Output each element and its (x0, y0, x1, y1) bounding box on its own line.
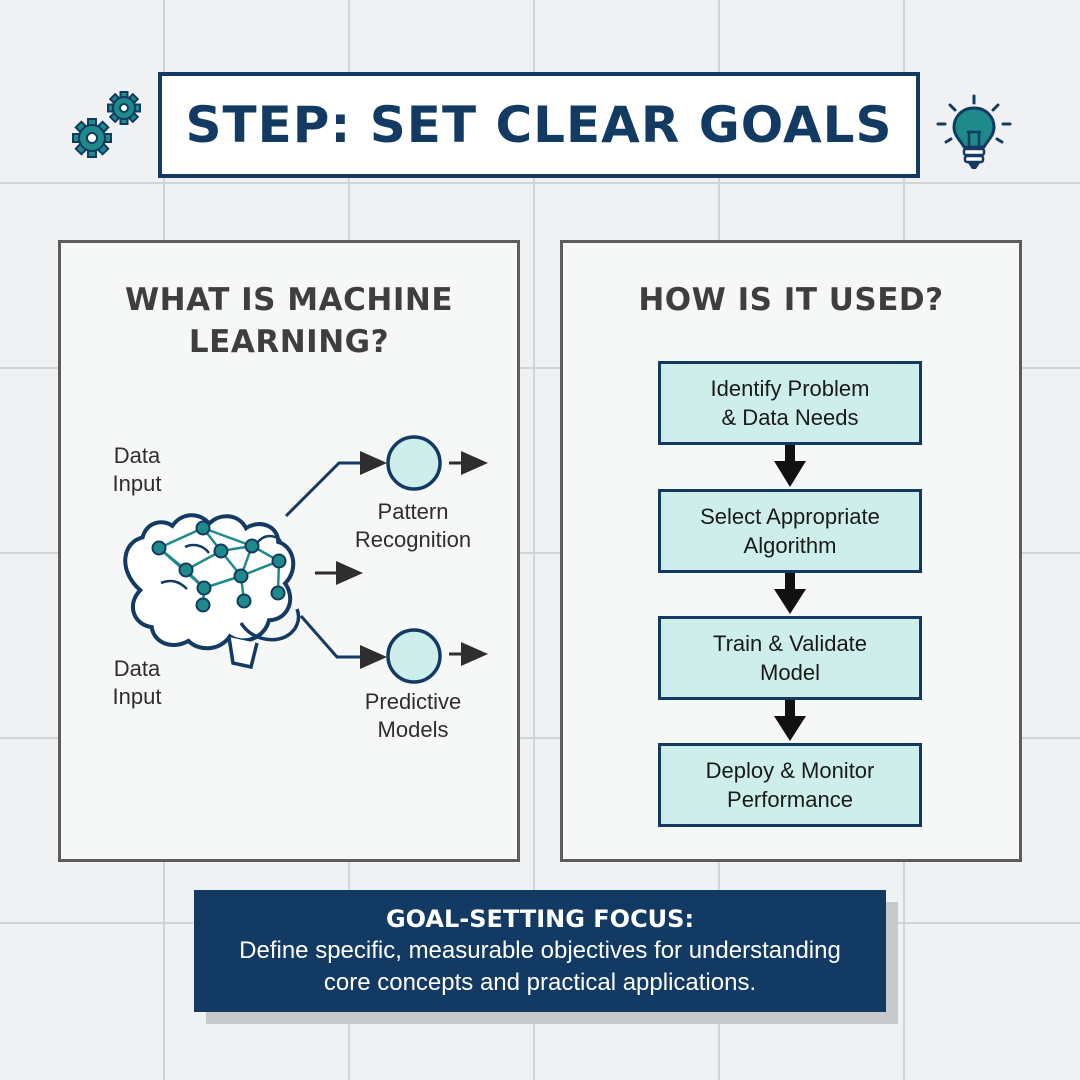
data-input-label: Data Input (112, 656, 162, 709)
panel-heading-how-used: HOW IS IT USED? (638, 282, 944, 318)
pattern-recognition-label: Pattern Recognition (354, 499, 472, 552)
panel-heading-what-is-ml: WHAT IS MACHINE LEARNING? (124, 282, 453, 360)
footer-title: GOAL-SETTING FOCUS: (385, 905, 695, 933)
output-node-predictive (386, 628, 442, 684)
ml-diagram (123, 435, 488, 684)
title-banner: STEP: SET CLEAR GOALS (158, 72, 920, 178)
usage-panel: HOW IS IT USED? Identify Problem & Data … (560, 240, 1022, 862)
output-node-pattern (386, 435, 442, 491)
brain-network-icon (123, 513, 301, 670)
flow-step-4: Deploy & Monitor Performance (658, 743, 922, 827)
lightbulb-icon (932, 92, 1016, 174)
down-arrow-icon (774, 700, 806, 741)
data-input-label: Data Input (112, 443, 162, 496)
machine-learning-panel: WHAT IS MACHINE LEARNING? Data Input Dat… (58, 240, 520, 862)
connector-arrow (299, 615, 387, 669)
predictive-models-label: Predictive Models (364, 689, 462, 742)
page-title: STEP: SET CLEAR GOALS (185, 96, 893, 154)
down-arrow-icon (774, 445, 806, 487)
footer-text: Define specific, measurable objectives f… (239, 937, 841, 996)
flow-step-2: Select Appropriate Algorithm (658, 489, 922, 573)
goal-focus-banner: GOAL-SETTING FOCUS: Define specific, mea… (194, 890, 886, 1012)
flow-step-3: Train & Validate Model (658, 616, 922, 700)
flow-arrows (774, 445, 806, 741)
flow-step-1: Identify Problem & Data Needs (658, 361, 922, 445)
down-arrow-icon (774, 573, 806, 614)
connector-arrow (284, 451, 387, 518)
gears-icon (68, 86, 150, 166)
